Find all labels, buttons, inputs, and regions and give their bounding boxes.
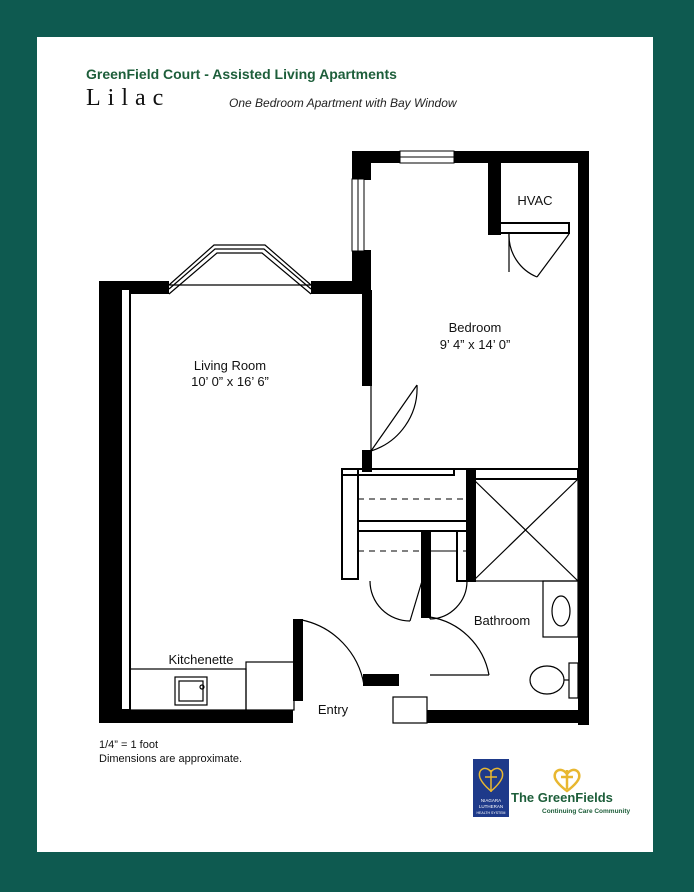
exterior-walls: [99, 151, 589, 725]
bathroom-label: Bathroom: [474, 613, 530, 628]
living-room-dimensions: 10’ 0” x 16’ 6”: [191, 374, 269, 389]
svg-text:HEALTH SYSTEM: HEALTH SYSTEM: [477, 811, 506, 815]
hvac-label: HVAC: [517, 193, 552, 208]
interior-walls: [120, 162, 579, 711]
bedroom-dimensions: 9’ 4” x 14’ 0”: [440, 337, 511, 352]
entry-step: [392, 696, 428, 724]
windows: [351, 150, 455, 252]
greenfields-tagline: Continuing Care Community: [542, 808, 631, 815]
entry-label: Entry: [318, 702, 349, 717]
bedroom-label: Bedroom: [449, 320, 502, 335]
greenfields-heart-icon: [553, 768, 581, 793]
dimensions-note: Dimensions are approximate.: [99, 753, 243, 765]
closet-shelving: [358, 498, 467, 552]
kitchenette-fixtures: [129, 661, 295, 711]
community-heading: GreenField Court - Assisted Living Apart…: [86, 66, 397, 82]
kitchenette-label: Kitchenette: [168, 652, 233, 667]
niagara-lutheran-logo: NIAGARA LUTHERAN HEALTH SYSTEM: [473, 759, 509, 817]
scale-note: 1/4” = 1 foot: [99, 739, 159, 751]
shower: [472, 478, 579, 582]
plan-name: Lilac: [86, 85, 171, 111]
greenfields-name: The GreenFields: [511, 790, 613, 805]
floor-plan-sheet: GreenField Court - Assisted Living Apart…: [37, 37, 653, 852]
plan-subtitle: One Bedroom Apartment with Bay Window: [229, 96, 457, 110]
svg-text:NIAGARA: NIAGARA: [481, 798, 501, 803]
svg-text:LUTHERAN: LUTHERAN: [479, 804, 503, 809]
living-room-label: Living Room: [194, 358, 266, 373]
floor-plan-drawing: Living Room 10’ 0” x 16’ 6” Bedroom 9’ 4…: [99, 150, 589, 817]
bay-window: [168, 244, 312, 295]
bathroom-fixtures: [529, 580, 579, 699]
doors: [301, 233, 570, 700]
